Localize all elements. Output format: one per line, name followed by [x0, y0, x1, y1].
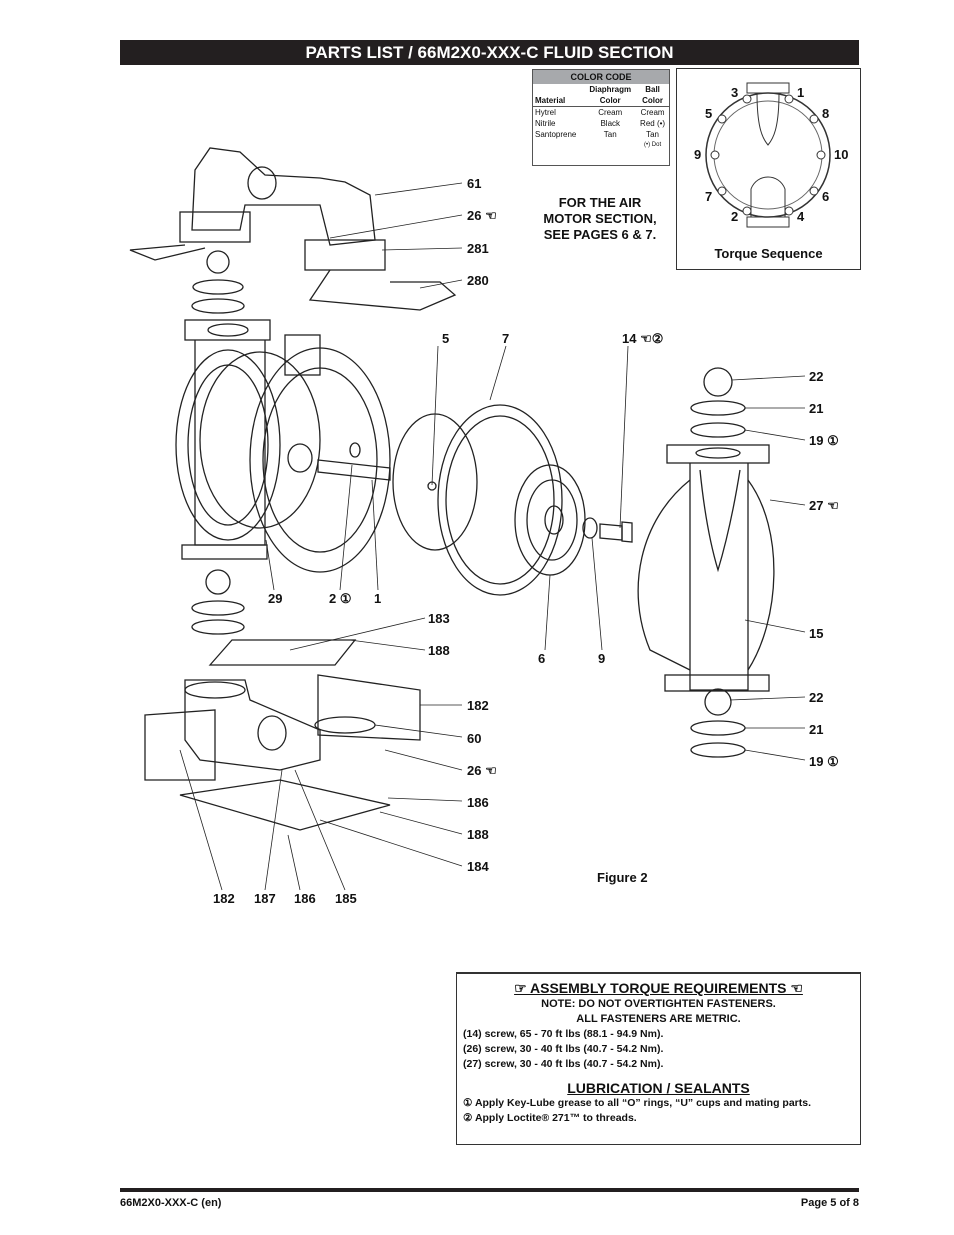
torque-num: 5 [705, 106, 713, 121]
torque-num: 8 [822, 106, 830, 121]
torque-num: 10 [834, 147, 849, 162]
part-label-186: 186 [294, 891, 316, 906]
assembly-note: ALL FASTENERS ARE METRIC. [576, 1013, 741, 1025]
col-ball: Ball [645, 85, 660, 94]
lubrication-line: ② Apply Loctite® 271™ to threads. [463, 1112, 637, 1124]
cc-ball: Red (•) [640, 119, 666, 128]
part-label-281: 281 [467, 241, 489, 256]
part-label-7: 7 [502, 331, 510, 346]
part-label-26: 26 ☜ [467, 763, 497, 778]
torque-sequence-caption: Torque Sequence [714, 246, 823, 261]
part-label-19: 19 ① [809, 754, 839, 769]
torque-num: 3 [731, 85, 739, 100]
part-label-60: 60 [467, 731, 482, 746]
cc-diaphragm: Cream [598, 108, 623, 117]
cc-material: Hytrel [535, 108, 556, 117]
col-ball-color: Color [642, 96, 664, 105]
torque-line: (27) screw, 30 - 40 ft lbs (40.7 - 54.2 … [463, 1058, 664, 1070]
torque-num: 6 [822, 189, 830, 204]
part-label-188: 188 [467, 827, 489, 842]
lubrication-line: ① Apply Key-Lube grease to all “O” rings… [463, 1097, 812, 1109]
part-label-15: 15 [809, 626, 824, 641]
cc-diaphragm: Black [600, 119, 621, 128]
figure-caption: Figure 2 [597, 870, 648, 885]
air-motor-note: FOR THE AIR MOTOR SECTION, SEE PAGES 6 &… [543, 195, 657, 242]
footer-rule [120, 1188, 859, 1192]
part-label-61: 61 [467, 176, 482, 191]
part-label-6: 6 [538, 651, 546, 666]
color-code-heading: COLOR CODE [533, 70, 669, 84]
part-label-26: 26 ☜ [467, 208, 497, 223]
torque-line: (26) screw, 30 - 40 ft lbs (40.7 - 54.2 … [463, 1043, 664, 1055]
cc-ball: Tan [646, 130, 660, 139]
torque-num: 2 [731, 209, 739, 224]
torque-sequence-diagram [705, 82, 831, 228]
cc-ball: Cream [640, 108, 665, 117]
assembly-heading: ☞ ASSEMBLY TORQUE REQUIREMENTS ☜ [514, 980, 803, 996]
part-label-22: 22 [809, 690, 824, 705]
part-label-182: 182 [467, 698, 489, 713]
part-label-188: 188 [428, 643, 450, 658]
part-label-22: 22 [809, 369, 824, 384]
footer-doc-id: 66M2X0-XXX-C (en) [120, 1197, 222, 1209]
lubrication-heading: LUBRICATION / SEALANTS [567, 1080, 750, 1096]
part-label-29: 29 [268, 591, 283, 606]
part-label-21: 21 [809, 722, 824, 737]
torque-num: 9 [694, 147, 702, 162]
torque-num: 4 [797, 209, 805, 224]
cc-diaphragm: Tan [603, 130, 617, 139]
assembly-note: NOTE: DO NOT OVERTIGHTEN FASTENERS. [541, 998, 776, 1010]
assembly-torque-box: ☞ ASSEMBLY TORQUE REQUIREMENTS ☜ NOTE: D… [456, 972, 861, 1145]
torque-line: (14) screw, 65 - 70 ft lbs (88.1 - 94.9 … [463, 1028, 664, 1040]
part-label-9: 9 [598, 651, 606, 666]
part-label-185: 185 [335, 891, 357, 906]
page-title: PARTS LIST / 66M2X0-XXX-C FLUID SECTION [120, 40, 859, 65]
part-label-182: 182 [213, 891, 235, 906]
torque-num: 1 [797, 85, 805, 100]
part-label-187: 187 [254, 891, 276, 906]
col-material: Material [533, 84, 585, 107]
part-label-183: 183 [428, 611, 450, 626]
col-diaphragm-color: Color [599, 96, 621, 105]
torque-num: 7 [705, 189, 713, 204]
cc-material: Nitrile [535, 119, 556, 128]
part-label-27: 27 ☜ [809, 498, 839, 513]
part-label-5: 5 [442, 331, 450, 346]
part-label-1: 1 [374, 591, 382, 606]
part-label-280: 280 [467, 273, 489, 288]
cc-dot-note: (•) Dot [644, 142, 662, 148]
part-label-186: 186 [467, 795, 489, 810]
torque-sequence-box: 3 1 5 8 9 10 7 6 2 4 Torque Sequence [676, 68, 861, 270]
col-diaphragm: Diaphragm [589, 85, 632, 94]
part-label-19: 19 ① [809, 433, 839, 448]
footer-page-number: Page 5 of 8 [800, 1197, 859, 1209]
cc-material: Santoprene [535, 130, 577, 139]
part-label-184: 184 [467, 859, 489, 874]
part-label-14: 14 ☜② [622, 331, 664, 346]
part-label-2: 2 ① [329, 591, 352, 606]
part-label-21: 21 [809, 401, 824, 416]
